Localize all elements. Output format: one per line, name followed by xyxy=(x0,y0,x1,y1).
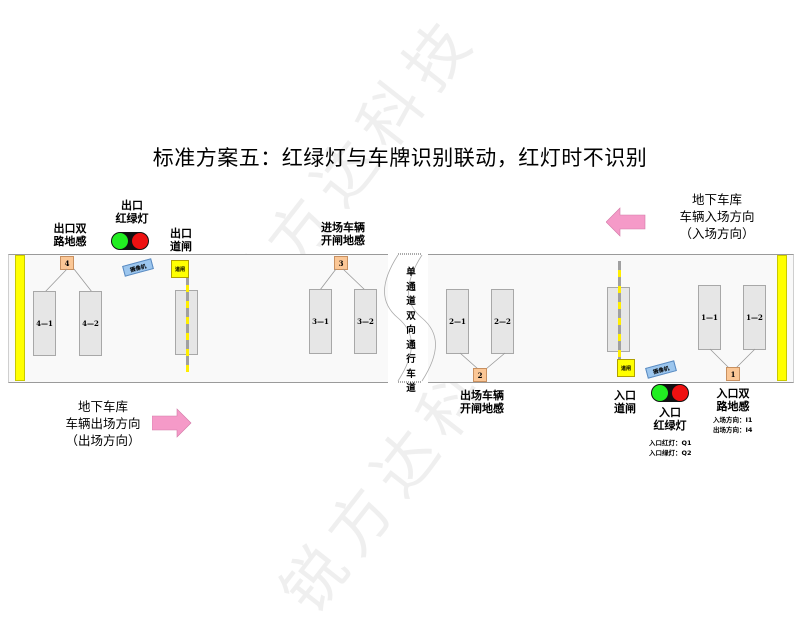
coil-1-2: 1—2 xyxy=(743,285,766,350)
exit-light-label-line2: 红绿灯 xyxy=(115,212,149,225)
direction-in-label: 地下车库 车辆入场方向 （入场方向） xyxy=(662,191,772,242)
entry-traffic-light xyxy=(651,384,689,402)
direction-in-line2: 车辆入场方向 xyxy=(679,209,755,224)
entry-green-light-output: 入口绿灯：Q2 xyxy=(649,449,692,457)
exit-light-label: 出口 红绿灯 xyxy=(108,199,156,225)
exit-open-sensor-label: 出场车辆 开闸地感 xyxy=(455,389,509,415)
left-arrow-icon xyxy=(606,207,646,237)
entry-gate-box: 道闸 xyxy=(617,359,635,377)
left-lane-stripe xyxy=(15,255,25,381)
exit-sensor-wires xyxy=(44,268,93,293)
exit-sensor-label-line2: 路地感 xyxy=(53,235,87,248)
direction-out-line1: 地下车库 xyxy=(77,399,128,414)
red-lamp-icon xyxy=(132,233,148,249)
entry-gate-label-line2: 道闸 xyxy=(614,402,636,415)
green-lamp-icon xyxy=(112,233,128,249)
exit-direction-input: 出场方向：I4 xyxy=(713,426,753,434)
exit-open-sensor-label-line2: 开闸地感 xyxy=(460,402,504,415)
exit-gate-box: 道闸 xyxy=(171,260,189,278)
direction-out-label: 地下车库 车辆出场方向 （出场方向） xyxy=(48,398,158,449)
exit-open-sensor-label-line1: 出场车辆 xyxy=(460,389,504,402)
red-lamp-icon xyxy=(672,385,688,401)
entry-sensor-label-line1: 入口双 xyxy=(716,387,750,400)
exit-gate-label: 出口 道闸 xyxy=(165,227,197,253)
entry-gate-label: 入口 道闸 xyxy=(609,389,641,415)
entry-sensor-notes: 入场方向：I1 出场方向：I4 xyxy=(713,415,752,435)
entry-sensor-label-line2: 路地感 xyxy=(716,400,750,413)
direction-out-line3: （出场方向） xyxy=(65,433,141,448)
single-lane-two-way-label: 单通道双向通行车道 xyxy=(406,267,416,394)
entry-sensor-1: 1 xyxy=(726,367,740,381)
entry-red-light-output: 入口红灯：Q1 xyxy=(649,439,692,447)
direction-out-line2: 车辆出场方向 xyxy=(65,416,141,431)
entry-open-sensor-label: 进场车辆 开闸地感 xyxy=(316,221,370,247)
green-lamp-icon xyxy=(652,385,668,401)
exit-sensor-label: 出口双 路地感 xyxy=(46,222,94,248)
entry-light-label-line2: 红绿灯 xyxy=(653,419,687,432)
page-title: 标准方案五：红绿灯与车牌识别联动，红灯时不识别 xyxy=(152,146,648,170)
direction-in-line3: （入场方向） xyxy=(679,226,755,241)
entry-sensor-label: 入口双 路地感 xyxy=(709,387,757,413)
entry-open-sensor-label-line2: 开闸地感 xyxy=(321,234,365,247)
exit-gate-label-line1: 出口 xyxy=(170,227,192,240)
entry-direction-input: 入场方向：I1 xyxy=(713,416,753,424)
coil-4-1: 4—1 xyxy=(33,291,56,356)
entry-open-sensor-label-line1: 进场车辆 xyxy=(321,221,365,234)
lane-break-marker xyxy=(384,253,436,383)
exit-open-sensor-2: 2 xyxy=(473,368,487,382)
entry-gate-label-line1: 入口 xyxy=(614,389,636,402)
entry-light-notes: 入口红灯：Q1 入口绿灯：Q2 xyxy=(649,438,692,458)
coil-2-1: 2—1 xyxy=(446,289,469,354)
direction-in-line1: 地下车库 xyxy=(691,192,742,207)
coil-2-2: 2—2 xyxy=(491,289,514,354)
entry-gate-arm xyxy=(618,261,621,361)
coil-4-2: 4—2 xyxy=(79,291,102,356)
exit-gate-arm xyxy=(186,276,189,372)
coil-3-2: 3—2 xyxy=(354,289,377,354)
entry-open-sensor-wires xyxy=(319,268,366,291)
exit-gate-label-line2: 道闸 xyxy=(170,240,192,253)
entry-light-label-line1: 入口 xyxy=(659,406,681,419)
exit-traffic-light xyxy=(111,232,149,250)
coil-1-1: 1—1 xyxy=(698,285,721,350)
exit-light-label-line1: 出口 xyxy=(121,199,143,212)
coil-3-1: 3—1 xyxy=(309,289,332,354)
exit-sensor-label-line1: 出口双 xyxy=(53,222,87,235)
entry-open-sensor-3: 3 xyxy=(334,256,348,270)
entry-sensor-wires xyxy=(709,348,756,369)
exit-open-sensor-wires xyxy=(459,352,506,370)
right-arrow-icon xyxy=(152,408,192,438)
right-lane-stripe xyxy=(777,255,787,381)
entry-light-label: 入口 红绿灯 xyxy=(646,406,694,432)
